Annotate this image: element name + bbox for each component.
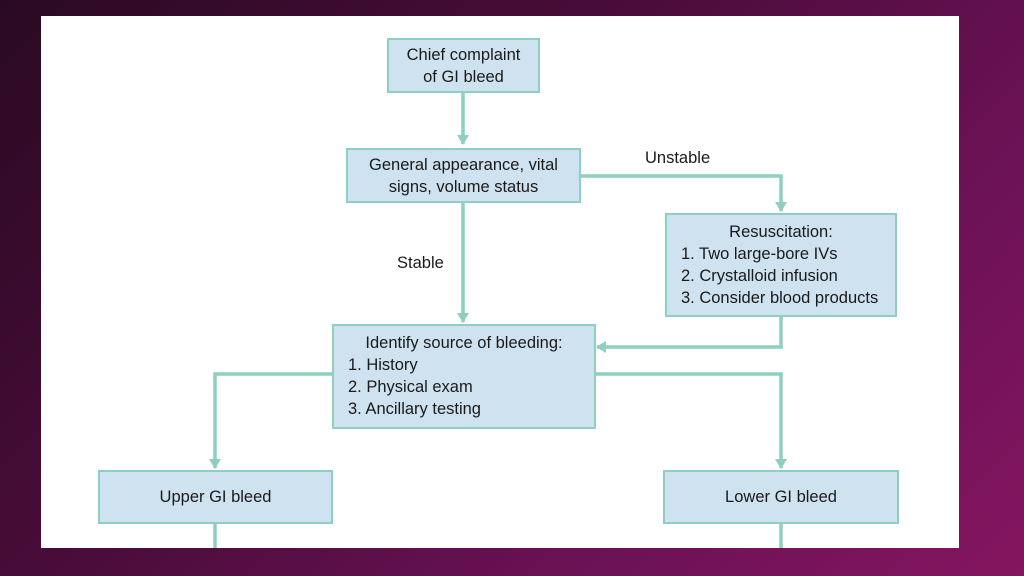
node-lower-gi-bleed-label: Lower GI bleed [725, 488, 837, 506]
node-chief-complaint-line-1: Chief complaint [406, 45, 521, 64]
node-resuscitation-heading: Resuscitation: [729, 223, 833, 241]
node-chief-complaint: Chief complaint of GI bleed [387, 38, 540, 93]
node-identify-source-item: 2. Physical exam [348, 378, 473, 396]
node-general-appearance-line-2: signs, volume status [388, 177, 539, 196]
node-resuscitation-item: 1. Two large-bore IVs [681, 245, 838, 263]
arrow-unstable-to-resuscitation [580, 174, 787, 212]
node-identify-source: Identify source of bleeding: 1. History … [332, 324, 596, 429]
node-upper-gi-bleed-label: Upper GI bleed [159, 488, 272, 506]
node-resuscitation-item: 2. Crystalloid infusion [681, 267, 838, 285]
node-general-appearance-line-1: General appearance, vital [369, 155, 558, 174]
arrow-identify-to-upper [209, 372, 333, 469]
node-identify-source-heading: Identify source of bleeding: [365, 334, 563, 352]
edge-label-unstable: Unstable [645, 149, 711, 167]
node-identify-source-item: 1. History [348, 356, 418, 374]
node-upper-gi-bleed: Upper GI bleed [98, 470, 333, 524]
node-resuscitation-item: 3. Consider blood products [681, 289, 879, 307]
node-chief-complaint-line-2: of GI bleed [423, 67, 504, 86]
node-identify-source-item: 3. Ancillary testing [348, 400, 481, 418]
arrow-identify-to-lower [595, 372, 787, 469]
edge-label-stable: Stable [397, 254, 444, 272]
arrow-resuscitation-to-identify [596, 316, 783, 353]
node-lower-gi-bleed: Lower GI bleed [663, 470, 899, 524]
node-resuscitation: Resuscitation: 1. Two large-bore IVs 2. … [665, 213, 897, 317]
node-general-appearance: General appearance, vital signs, volume … [346, 148, 581, 203]
